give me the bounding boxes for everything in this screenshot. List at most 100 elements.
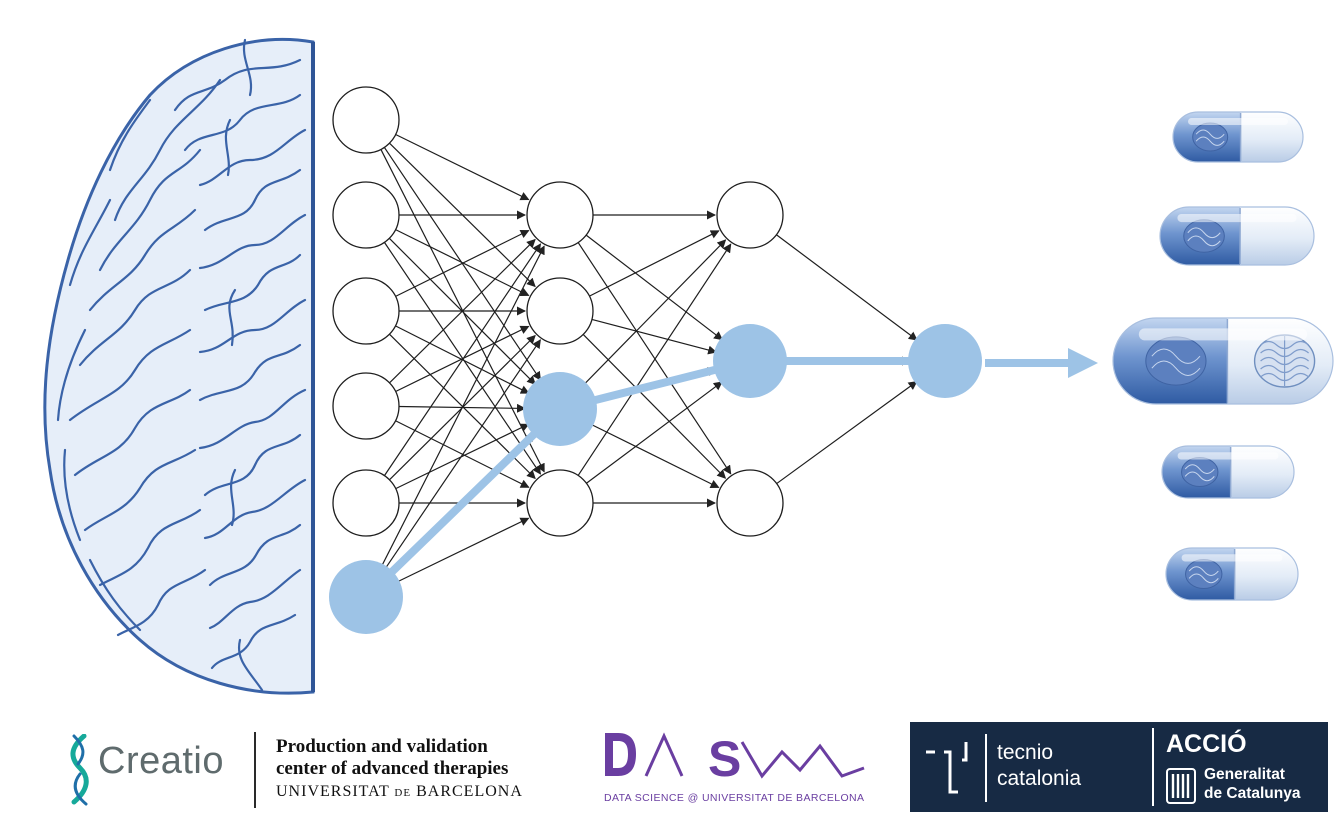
- brain-fold: [116, 568, 207, 637]
- network-node: [332, 372, 400, 440]
- highlighted-node: [713, 324, 787, 398]
- network-edge: [395, 229, 530, 297]
- highlighted-edge: [362, 405, 564, 601]
- creatio-logo: Creatio Production and validation center…: [64, 728, 624, 808]
- network-node: [332, 181, 400, 249]
- brain-fold: [173, 58, 302, 112]
- brain-fold: [183, 93, 302, 152]
- brain-fold: [237, 638, 264, 692]
- capsule-group: [1112, 111, 1334, 601]
- creatio-line-3-part-c: BARCELONA: [411, 783, 523, 800]
- brain-fold: [208, 523, 302, 587]
- network-node: [716, 181, 784, 249]
- network-connections: [380, 133, 918, 584]
- tecnio-line-1: tecnio: [997, 741, 1054, 764]
- tecnio-divider-1: [985, 734, 987, 802]
- highlighted-node: [908, 324, 982, 398]
- brain-fold: [78, 268, 192, 367]
- network-edge: [776, 381, 918, 485]
- network-edge: [776, 234, 918, 341]
- dasl-logo: S DATA SCIENCE @ UNIVERSITAT DE BARCELON…: [602, 728, 874, 812]
- brain-fold: [228, 288, 237, 347]
- network-edge: [380, 245, 545, 568]
- creatio-helix-icon: [70, 734, 89, 806]
- brain-fold: [224, 118, 232, 177]
- network-edge: [589, 230, 720, 297]
- creatio-line-3: UNIVERSITAT DE BARCELONA: [276, 780, 523, 805]
- brain-fold: [108, 98, 152, 172]
- capsule: [1165, 547, 1299, 601]
- brain-fold: [242, 38, 253, 97]
- brain-fold: [198, 388, 307, 450]
- network-edge: [395, 325, 530, 393]
- brain-fold: [63, 448, 82, 542]
- network-edge: [395, 420, 530, 488]
- network-edge: [586, 381, 723, 484]
- tecnio-divider-2: [1152, 728, 1154, 806]
- network-node: [716, 469, 784, 537]
- creatio-divider: [254, 732, 256, 808]
- network-edge: [582, 239, 727, 386]
- brain-fold: [208, 568, 302, 630]
- creatio-line-1: Production and validation: [276, 736, 488, 757]
- network-edge: [384, 339, 541, 571]
- creatio-line-3-part-b: DE: [394, 787, 412, 799]
- network-node: [332, 277, 400, 345]
- network-edge: [383, 243, 542, 476]
- network-node: [526, 277, 594, 345]
- network-node: [526, 469, 594, 537]
- generalitat-line-1: Generalitat: [1204, 766, 1285, 783]
- creatio-line-2: center of advanced therapies: [276, 758, 509, 779]
- svg-text:S: S: [708, 731, 741, 787]
- creatio-line-3-part-a: UNIVERSITAT: [276, 783, 395, 800]
- network-edge: [589, 423, 720, 489]
- brain-fold: [98, 508, 202, 587]
- network-node: [332, 86, 400, 154]
- brain-fold: [98, 148, 202, 272]
- brain-fold: [198, 298, 307, 354]
- capsule: [1172, 111, 1304, 163]
- brain-fold: [88, 558, 142, 632]
- network-nodes: [329, 86, 982, 634]
- brain-fold: [198, 343, 302, 402]
- network-edge: [585, 234, 724, 341]
- tecnio-accio-logo: tecnio catalonia ACCIÓ Generalitat de Ca…: [910, 722, 1328, 812]
- network-node: [332, 469, 400, 537]
- network-edge: [577, 243, 732, 476]
- brain-fold: [83, 448, 197, 532]
- dasl-subtitle: DATA SCIENCE @ UNIVERSITAT DE BARCELONA: [604, 792, 865, 804]
- output-arrow: [985, 348, 1098, 378]
- brain-fold: [73, 388, 192, 477]
- brain-fold: [68, 328, 192, 422]
- tecnio-line-2: catalonia: [997, 767, 1082, 790]
- generalitat-line-2: de Catalunya: [1204, 785, 1301, 802]
- brain-fold: [203, 168, 302, 232]
- network-edge: [591, 318, 718, 355]
- highlighted-node: [523, 372, 597, 446]
- network-node: [526, 181, 594, 249]
- highlighted-node: [329, 560, 403, 634]
- neural-network-diagram: [43, 38, 1334, 695]
- brain-fold: [113, 78, 222, 222]
- brain-illustration: [43, 38, 315, 695]
- accio-name: ACCIÓ: [1166, 730, 1247, 758]
- generalitat-emblem-icon: [1166, 768, 1196, 804]
- brain-fold: [68, 198, 112, 287]
- brain-fold: [203, 478, 307, 540]
- dasl-wordmark-icon: S: [605, 731, 865, 787]
- capsule: [1159, 206, 1315, 266]
- network-edge: [577, 242, 732, 475]
- network-edge: [395, 229, 530, 297]
- network-edge: [389, 238, 536, 384]
- brain-fold: [210, 613, 297, 670]
- capsule-featured: [1112, 317, 1334, 405]
- brain-fold: [203, 433, 302, 497]
- capsule: [1161, 445, 1295, 499]
- brain-fold: [198, 128, 307, 187]
- brain-fold: [198, 213, 307, 270]
- brain-fold: [56, 328, 87, 422]
- tecnio-mark-icon: [926, 742, 968, 794]
- network-edge: [395, 423, 530, 490]
- network-edge: [395, 133, 530, 201]
- brain-fold: [230, 468, 237, 527]
